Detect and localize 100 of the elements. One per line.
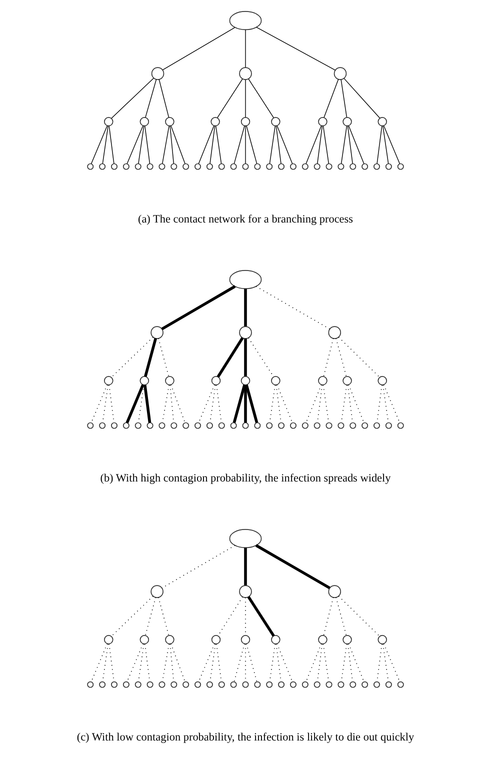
node-circle (302, 681, 308, 688)
connector (348, 643, 364, 682)
connector (336, 597, 347, 636)
connector (90, 384, 108, 424)
node-circle (242, 681, 249, 688)
node-circle (230, 422, 237, 429)
node-circle (194, 681, 201, 688)
connector (255, 544, 330, 590)
node-circle (278, 681, 285, 688)
connector (317, 126, 323, 164)
connector (158, 338, 170, 377)
node-circle (385, 422, 392, 429)
connector (244, 385, 247, 423)
connector (244, 548, 247, 586)
node-circle (378, 117, 387, 126)
connector (276, 643, 293, 682)
node-circle (206, 163, 213, 170)
node-circle (87, 422, 94, 429)
node-circle (170, 681, 178, 688)
node-circle (290, 163, 296, 170)
node-circle (240, 635, 250, 644)
node-circle (194, 422, 201, 429)
node-circle (158, 681, 166, 688)
node-circle (104, 117, 114, 126)
node-circle (111, 681, 118, 688)
node-circle (328, 326, 342, 339)
connector (198, 125, 214, 164)
node-circle (239, 585, 252, 598)
node-circle (122, 681, 130, 688)
node-ellipse (229, 11, 262, 30)
node-circle (240, 376, 250, 386)
connector (111, 596, 154, 637)
connector (256, 286, 330, 330)
node-circle (165, 376, 174, 386)
connector (338, 596, 380, 637)
connector (162, 27, 236, 70)
node-circle (111, 422, 118, 429)
connector (347, 126, 353, 164)
node-circle (182, 163, 190, 170)
node-circle (271, 376, 280, 386)
connector (111, 78, 154, 119)
connector (90, 643, 108, 682)
connector (306, 125, 322, 164)
connector (126, 384, 144, 424)
node-circle (378, 635, 387, 644)
connector (383, 384, 400, 424)
node-circle (242, 422, 249, 429)
connector (234, 643, 245, 682)
connector (144, 338, 158, 377)
node-circle (140, 117, 150, 126)
connector (256, 26, 336, 70)
node-circle (218, 163, 225, 170)
node-circle (99, 681, 106, 688)
node-circle (326, 163, 332, 170)
connector (323, 338, 334, 377)
connector (324, 78, 339, 118)
connector (216, 78, 243, 118)
node-circle (378, 376, 387, 386)
connector (338, 336, 380, 378)
node-circle (278, 422, 285, 429)
node-circle (314, 422, 320, 429)
node-circle (218, 422, 225, 429)
label: (a) The contact network for a branching process (138, 214, 354, 226)
connector (216, 337, 244, 378)
node-circle (230, 681, 237, 688)
node-circle (150, 585, 164, 598)
node-circle (165, 117, 174, 126)
connector (144, 126, 150, 164)
node-circle (338, 681, 344, 688)
node-circle (99, 163, 106, 170)
node-circle (266, 681, 273, 688)
node-circle (318, 376, 328, 386)
connector (218, 596, 243, 636)
node-circle (182, 681, 190, 688)
node-circle (266, 422, 273, 429)
connector (161, 285, 236, 330)
node-circle (140, 635, 150, 644)
node-circle (206, 422, 213, 429)
node-circle (239, 326, 252, 339)
node-circle (271, 635, 280, 644)
node-circle (328, 585, 342, 598)
connector (210, 126, 216, 164)
node-circle (165, 635, 174, 644)
connector (323, 597, 334, 636)
connector (144, 384, 152, 423)
node-circle (122, 163, 130, 170)
connector (336, 338, 347, 377)
node-circle (170, 163, 178, 170)
node-circle (134, 681, 142, 688)
connector (383, 643, 400, 682)
node-circle (338, 422, 344, 429)
node-circle (342, 635, 352, 644)
connector (216, 126, 222, 164)
node-circle (146, 163, 154, 170)
node-circle (314, 681, 320, 688)
connector (382, 126, 389, 164)
node-circle (314, 163, 320, 170)
connector (170, 643, 186, 682)
node-circle (206, 681, 213, 688)
connector (340, 126, 348, 164)
